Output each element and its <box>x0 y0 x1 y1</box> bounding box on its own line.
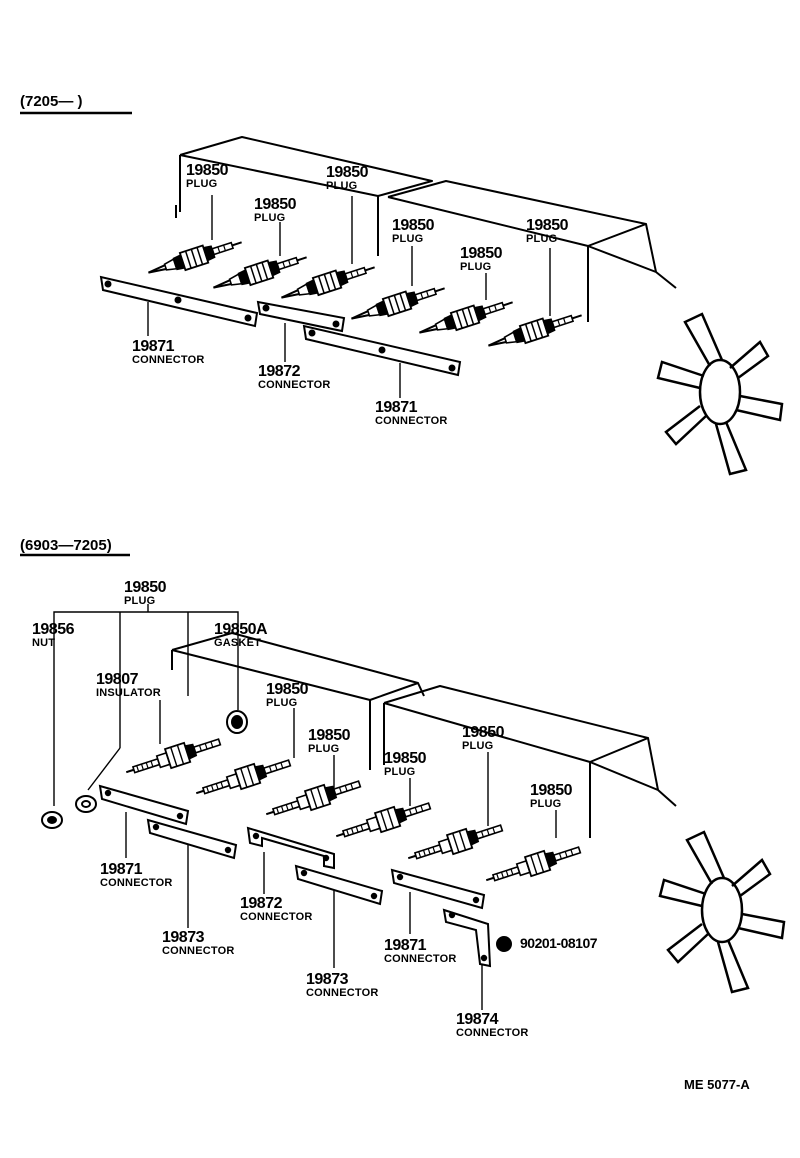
part-name: PLUG <box>462 740 494 752</box>
part-name: PLUG <box>460 261 492 273</box>
callout-top-plug-3: 19850 PLUG <box>326 164 369 192</box>
part-number: 19850 <box>266 681 309 698</box>
callout-bottom-plug-1: 19850 PLUG <box>266 681 309 709</box>
bottom-small-parts <box>41 710 512 952</box>
part-name: CONNECTOR <box>306 987 379 999</box>
part-number: 19850 <box>186 162 229 179</box>
callout-bottom-plug-2: 19850 PLUG <box>308 727 351 755</box>
part-name: CONNECTOR <box>162 945 235 957</box>
callout-bottom-plug-5: 19850 PLUG <box>530 782 573 810</box>
callout-bottom-connector-19873-a: 19873 CONNECTOR <box>162 930 235 957</box>
part-name: PLUG <box>266 697 298 709</box>
callout-top-connector-2: 19872 CONNECTOR <box>258 364 331 391</box>
part-number: 90201-08107 <box>520 935 598 951</box>
part-name: CONNECTOR <box>100 877 173 889</box>
bottom-section-drawing <box>20 553 677 838</box>
part-number: 19872 <box>258 363 300 380</box>
part-number: 19850 <box>462 724 505 741</box>
part-number: 19871 <box>100 861 142 878</box>
part-number: 19873 <box>162 929 204 946</box>
callout-top-plug-1: 19850 PLUG <box>186 162 229 190</box>
part-number: 19850 <box>526 217 569 234</box>
part-number: 19850 <box>460 245 503 262</box>
callout-bottom-plug-4: 19850 PLUG <box>462 724 505 752</box>
part-name: PLUG <box>124 595 156 607</box>
part-number: 19850 <box>124 579 167 596</box>
callout-bottom-plug-3: 19850 PLUG <box>384 750 427 778</box>
part-number: 19850 <box>308 727 351 744</box>
part-name: PLUG <box>384 766 416 778</box>
part-number: 19872 <box>240 895 282 912</box>
part-number: 19850 <box>326 164 369 181</box>
callout-top-plug-6: 19850 PLUG <box>526 217 569 245</box>
callout-bottom-connector-19871-a: 19871 CONNECTOR <box>100 862 173 889</box>
part-name: CONNECTOR <box>258 379 331 391</box>
part-name: PLUG <box>392 233 424 245</box>
part-name: INSULATOR <box>96 687 161 699</box>
figure-reference: ME 5077-A <box>684 1077 750 1092</box>
part-number: 19874 <box>456 1011 498 1028</box>
callout-bottom-plug-group: 19850 PLUG <box>124 579 167 607</box>
part-number: 19850A <box>214 621 268 638</box>
top-plugs <box>144 232 586 356</box>
part-number: 19850 <box>254 196 297 213</box>
top-leaders <box>147 195 551 398</box>
callout-top-plug-2: 19850 PLUG <box>254 196 297 224</box>
callout-top-plug-4: 19850 PLUG <box>392 217 435 245</box>
part-name: PLUG <box>308 743 340 755</box>
top-section-drawing <box>20 111 677 322</box>
callout-bottom-connector-19873-b: 19873 CONNECTOR <box>306 972 379 999</box>
bottom-brackets <box>53 604 557 1010</box>
part-name: PLUG <box>530 798 562 810</box>
callout-bottom-connector-19874: 19874 CONNECTOR <box>456 1012 529 1039</box>
part-name: CONNECTOR <box>375 415 448 427</box>
callout-top-plug-5: 19850 PLUG <box>460 245 503 273</box>
part-name: PLUG <box>186 178 218 190</box>
part-name: PLUG <box>526 233 558 245</box>
bottom-fan-icon <box>658 830 786 994</box>
part-number: 19871 <box>384 937 426 954</box>
callout-top-connector-1: 19871 CONNECTOR <box>132 339 205 366</box>
top-connectors <box>99 275 462 377</box>
part-number: 19850 <box>384 750 427 767</box>
part-name: PLUG <box>254 212 286 224</box>
part-number: 19856 <box>32 621 75 638</box>
callout-bottom-connector-19872: 19872 CONNECTOR <box>240 896 313 923</box>
bottom-connectors <box>98 784 492 968</box>
part-number: 19873 <box>306 971 348 988</box>
callout-bottom-nut: 19856 NUT <box>32 621 75 649</box>
bottom-plugs <box>122 731 584 891</box>
section-range-bottom: (6903—7205) <box>20 537 112 554</box>
part-number: 19850 <box>530 782 573 799</box>
callout-bottom-insulator: 19807 INSULATOR <box>96 672 161 699</box>
part-name: CONNECTOR <box>132 354 205 366</box>
part-number: 19850 <box>392 217 435 234</box>
part-name: CONNECTOR <box>456 1027 529 1039</box>
callout-top-connector-3: 19871 CONNECTOR <box>375 400 448 427</box>
part-number: 19807 <box>96 671 138 688</box>
part-name: GASKET <box>214 637 262 649</box>
callout-bottom-gasket: 19850A GASKET <box>214 621 268 649</box>
part-name: CONNECTOR <box>384 953 457 965</box>
part-name: PLUG <box>326 180 358 192</box>
section-range-top: (7205— ) <box>20 93 83 110</box>
part-name: NUT <box>32 637 56 649</box>
top-fan-icon <box>656 312 784 476</box>
callout-bottom-connector-19871-b: 19871 CONNECTOR <box>384 938 457 965</box>
part-number: 19871 <box>132 338 174 355</box>
part-number: 19871 <box>375 399 417 416</box>
callout-bottom-bolt: 90201-08107 <box>520 935 598 951</box>
part-name: CONNECTOR <box>240 911 313 923</box>
